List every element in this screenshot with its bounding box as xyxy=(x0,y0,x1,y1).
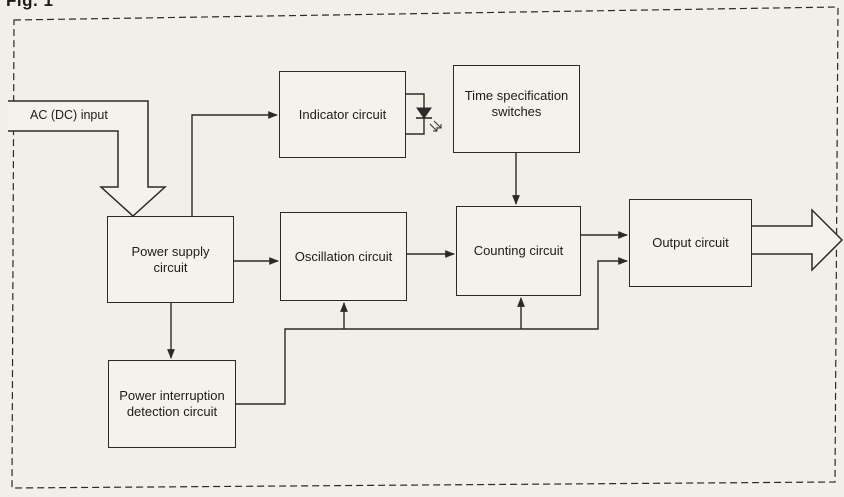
time-specification-switches-label: Time specification switches xyxy=(464,88,569,119)
counting-circuit-block: Counting circuit xyxy=(456,206,581,296)
figure-title: Fig. 1 xyxy=(6,0,54,10)
counting-circuit-label: Counting circuit xyxy=(473,243,564,258)
output-hollow-arrow xyxy=(752,208,844,272)
wire-interruption-bus xyxy=(236,257,628,405)
power-interruption-detection-circuit-label: Power interruption detection circuit xyxy=(119,388,225,419)
power-interruption-detection-circuit-block: Power interruption detection circuit xyxy=(108,360,236,448)
oscillation-circuit-block: Oscillation circuit xyxy=(280,212,407,301)
wire-power-to-indicator xyxy=(191,111,278,216)
oscillation-circuit-label: Oscillation circuit xyxy=(294,248,393,264)
led-icon xyxy=(406,93,442,135)
power-supply-circuit-block: Power supply circuit xyxy=(107,216,234,303)
output-circuit-label: Output circuit xyxy=(652,235,729,250)
dashed-boundary xyxy=(11,6,839,489)
indicator-circuit-block: Indicator circuit xyxy=(279,71,406,158)
time-specification-switches-block: Time specification switches xyxy=(453,65,580,153)
power-supply-circuit-label: Power supply circuit xyxy=(131,243,210,275)
output-circuit-block: Output circuit xyxy=(629,199,752,287)
indicator-circuit-label: Indicator circuit xyxy=(298,106,387,122)
input-label: AC (DC) input xyxy=(30,108,108,122)
